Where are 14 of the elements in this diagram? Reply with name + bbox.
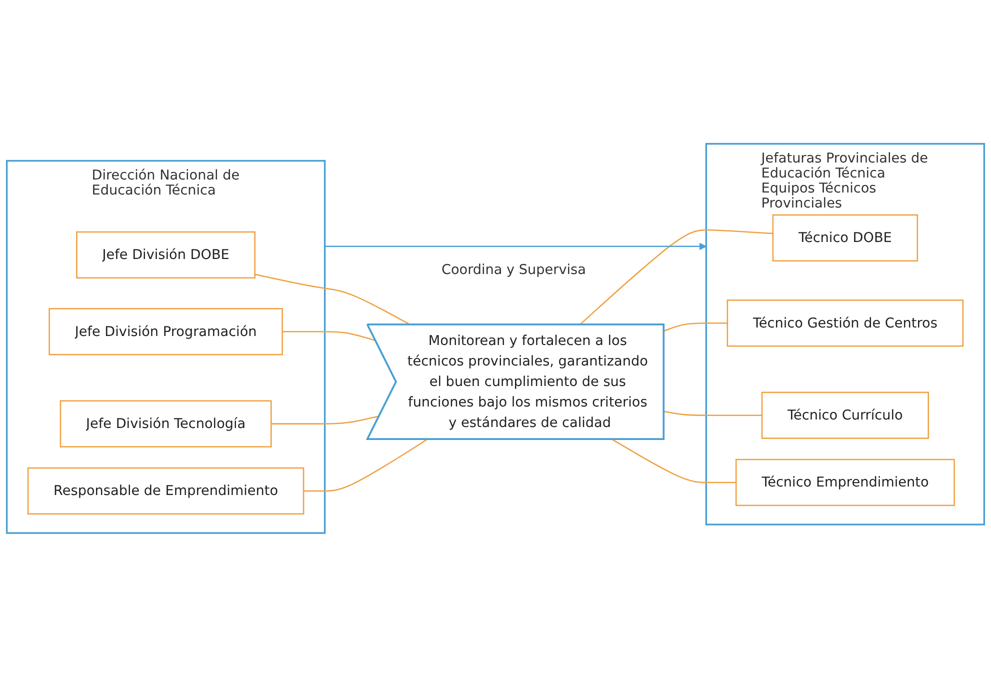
connector: [304, 439, 428, 492]
node-box: Técnico Emprendimiento: [735, 458, 955, 506]
node-box: Responsable de Emprendimiento: [27, 467, 304, 515]
connector: [579, 229, 773, 326]
connector: [282, 331, 376, 342]
connector: [612, 439, 736, 484]
connector: [664, 322, 728, 332]
node-box: Técnico DOBE: [772, 214, 918, 262]
arrow: [324, 242, 706, 250]
connector: [664, 411, 762, 416]
connector: [271, 416, 380, 425]
edge-label: Coordina y Supervisa: [441, 262, 586, 278]
node-box: Técnico Currículo: [761, 392, 929, 439]
node-box: Técnico Gestión de Centros: [726, 300, 964, 347]
